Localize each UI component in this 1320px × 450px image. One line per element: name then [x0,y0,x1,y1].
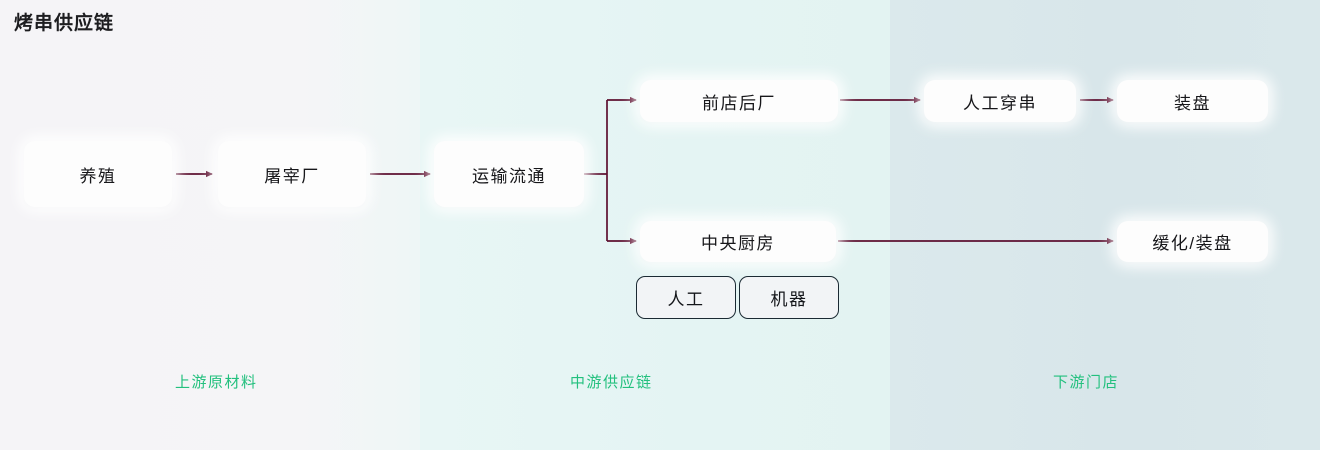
stage-label-downstream-text: 下游门店 [1053,374,1120,391]
node-thaw-plating-label: 缓化/装盘 [1152,234,1233,253]
node-plating[interactable]: 装盘 [1117,80,1268,122]
node-manual-skewer-label: 人工穿串 [963,93,1037,113]
chip-machine[interactable]: 机器 [739,276,839,319]
stage-label-midstream: 中游供应链 [570,371,653,392]
node-front-shop-back-factory[interactable]: 前店后厂 [640,80,838,122]
node-transport-label: 运输流通 [472,166,546,186]
node-central-kitchen-label: 中央厨房 [701,234,775,253]
node-plating-label: 装盘 [1174,93,1211,113]
node-central-kitchen[interactable]: 中央厨房 [640,221,836,262]
stage-label-upstream: 上游原材料 [175,371,258,392]
node-thaw-plating[interactable]: 缓化/装盘 [1117,221,1268,262]
node-breeding-label: 养殖 [79,166,117,186]
node-transport[interactable]: 运输流通 [434,141,584,207]
node-manual-skewer[interactable]: 人工穿串 [924,80,1076,122]
node-slaughterhouse[interactable]: 屠宰厂 [218,141,366,207]
stage-label-midstream-text: 中游供应链 [570,374,653,391]
chip-manual-label: 人工 [667,290,705,309]
node-slaughterhouse-label: 屠宰厂 [264,166,320,186]
stage-label-downstream: 下游门店 [1053,371,1119,392]
node-front-shop-back-factory-label: 前店后厂 [702,93,776,113]
stage-label-upstream-text: 上游原材料 [175,374,258,391]
page-title: 烤串供应链 [14,13,115,34]
chip-manual[interactable]: 人工 [636,276,736,319]
chip-machine-label: 机器 [770,290,808,309]
node-breeding[interactable]: 养殖 [24,141,172,207]
